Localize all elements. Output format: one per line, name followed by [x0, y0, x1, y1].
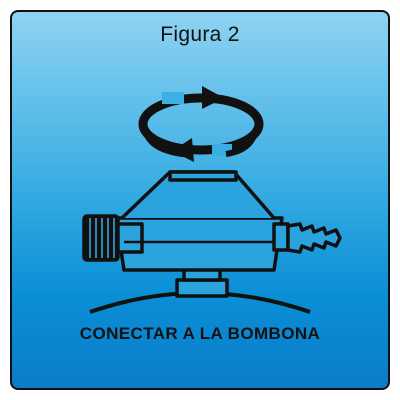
- gas-regulator-icon: [82, 170, 342, 314]
- figure-card: Figura 2: [10, 10, 390, 390]
- rotate-arrows-icon: [138, 86, 264, 162]
- figure-caption: CONECTAR A LA BOMBONA: [79, 324, 321, 343]
- figure-title: Figura 2: [160, 23, 240, 46]
- regulator-illustration: [82, 86, 342, 314]
